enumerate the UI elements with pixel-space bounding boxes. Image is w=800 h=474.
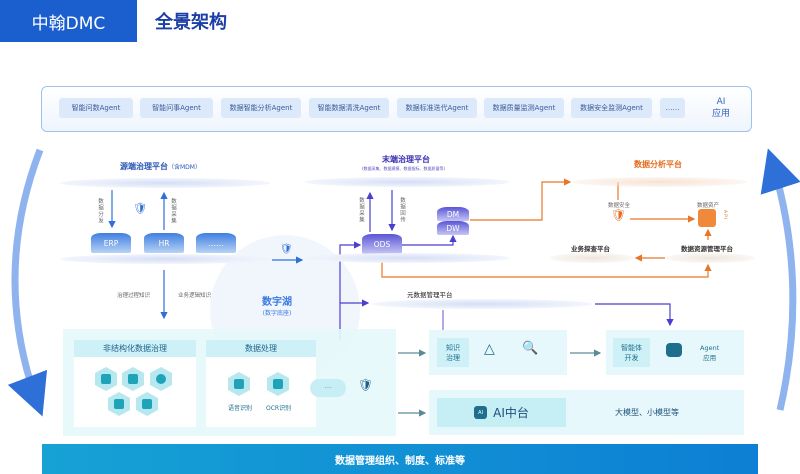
- brand-logo: 中翰DMC: [0, 0, 137, 42]
- terminal-base-disc: [305, 253, 510, 263]
- image-icon: [122, 367, 144, 391]
- ocr-scan-icon: [228, 372, 250, 396]
- agent-app-label: Agent: [700, 344, 720, 352]
- ai-application-label: AI 应用: [712, 96, 730, 120]
- resource-disc: [665, 253, 755, 263]
- knowledge-governance-tag: 知识治理: [437, 338, 469, 367]
- agent-chip[interactable]: 数据标准迭代Agent: [397, 98, 477, 118]
- source-title-note: （含MDM）: [168, 164, 201, 171]
- shield-icon: 🛡: [358, 378, 374, 392]
- agent-chip[interactable]: 智能问数Agent: [59, 98, 133, 118]
- source-base-disc: [60, 254, 270, 264]
- agent-chip-more[interactable]: ……: [660, 98, 685, 118]
- source-platform-title: 源端治理平台（含MDM）: [120, 161, 201, 172]
- resource-platform-label: 数据资源管理平台: [681, 245, 733, 253]
- robot-icon: [666, 343, 682, 357]
- shield-icon: 🛡: [133, 202, 147, 215]
- data-assets-icon: [698, 209, 716, 227]
- agent-chip[interactable]: 智能数据清洗Agent: [309, 98, 389, 118]
- processing-title: 数据处理: [206, 340, 316, 357]
- dm-db[interactable]: DM: [437, 207, 469, 221]
- page-title: 全景架构: [155, 12, 227, 33]
- more-button[interactable]: ···: [310, 379, 346, 397]
- business-platform-label: 业务探查平台: [571, 245, 610, 253]
- more-db[interactable]: ……: [196, 233, 236, 253]
- analysis-platform-title: 数据分析平台: [634, 160, 682, 169]
- video-icon: [136, 392, 158, 416]
- lake-subtitle: (数字底座): [262, 310, 292, 317]
- message-icon: [150, 367, 172, 391]
- terminal-platform-title: 末端治理平台: [382, 155, 430, 164]
- metadata-title: 元数据管理平台: [407, 291, 453, 299]
- document-search-icon: 🔍: [522, 341, 539, 356]
- develop-label: 开发: [624, 353, 639, 362]
- business-knowledge-label: 业务逻辑知识: [178, 293, 212, 299]
- agent-dev-tag: 智能体开发: [613, 338, 650, 367]
- source-platform-disc: [60, 178, 270, 188]
- api-label: API: [722, 210, 727, 221]
- application-label: 应用: [712, 109, 731, 119]
- return-label: 数据回传: [399, 197, 405, 223]
- knowledge-label: 知识: [446, 343, 460, 352]
- lake-title: 数字湖: [262, 297, 292, 308]
- business-disc: [550, 253, 635, 263]
- digital-lake: 数字湖 (数字底座): [262, 293, 292, 317]
- erp-db[interactable]: ERP: [91, 233, 131, 253]
- shield-icon: 🛡: [280, 244, 293, 255]
- governance-label: 治理: [446, 353, 460, 362]
- right-cycle-arrow: [760, 148, 800, 411]
- unstructured-title: 非结构化数据治理: [74, 340, 196, 357]
- security-label: 数据安全: [608, 203, 631, 209]
- knowledge-graph-icon: △: [484, 341, 495, 357]
- agent-chip[interactable]: 数据质量监测Agent: [484, 98, 564, 118]
- metadata-disc: [372, 299, 592, 309]
- agent-application-label: Agent 应用: [700, 343, 719, 363]
- assets-label: 数据资产: [697, 203, 720, 209]
- source-title: 源端治理平台: [120, 162, 168, 171]
- ai-center-box[interactable]: AI AI中台: [437, 398, 566, 427]
- ai-icon: AI: [474, 406, 488, 419]
- analysis-platform-disc: [572, 177, 747, 187]
- agent-chip[interactable]: 数据智能分析Agent: [221, 98, 301, 118]
- left-cycle-arrow: [7, 148, 48, 417]
- music-icon: [108, 392, 130, 416]
- models-label: 大模型、小模型等: [615, 408, 679, 417]
- shield-icon: 🛡: [611, 208, 627, 222]
- distribute-label: 数据分发: [97, 198, 103, 224]
- voice-wave-icon: [267, 372, 289, 396]
- collect-label: 数据采集: [358, 197, 364, 223]
- governance-knowledge-label: 治理过程知识: [117, 293, 151, 299]
- agent-chip[interactable]: 数据安全监测Agent: [571, 98, 652, 118]
- dw-db[interactable]: DW: [437, 221, 469, 235]
- ods-db[interactable]: ODS: [362, 234, 402, 254]
- terminal-platform-subtitle: (数据采集、数据建模、数据指标、数据质量等): [362, 166, 446, 171]
- agent-chip[interactable]: 智能问事Agent: [140, 98, 213, 118]
- footer-bar: 数据管理组织、制度、标准等: [42, 444, 758, 474]
- ai-label: AI: [716, 97, 726, 107]
- ocr-label: OCR识别: [266, 405, 292, 412]
- application-label: 应用: [703, 354, 717, 362]
- document-icon: [95, 367, 117, 391]
- collect-label: 数据采集: [170, 198, 176, 224]
- speech-label: 语音识别: [228, 405, 253, 412]
- agent-label: 智能体: [621, 343, 642, 352]
- ai-center-title: AI中台: [493, 406, 529, 420]
- hr-db[interactable]: HR: [144, 233, 184, 253]
- terminal-platform-disc: [305, 177, 510, 187]
